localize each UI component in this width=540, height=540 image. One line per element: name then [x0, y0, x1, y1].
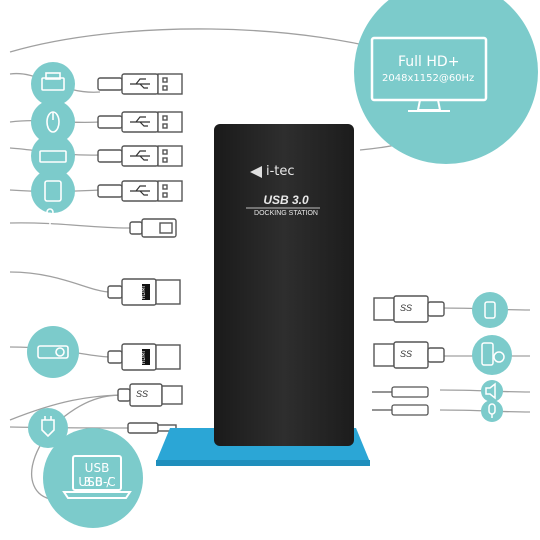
- dock-subtitle: DOCKING STATION: [254, 210, 318, 217]
- ethernet-plug: [129, 218, 177, 238]
- phone-icon: [481, 342, 494, 366]
- right-device-icons: [481, 301, 505, 418]
- usb-symbols: [130, 78, 150, 196]
- monitor-group: [354, 0, 538, 164]
- speaker-circle: [481, 380, 503, 402]
- phone-circle: [472, 335, 512, 375]
- usb3-b-plug: [117, 383, 183, 407]
- dock-body: [214, 124, 354, 446]
- keyboard-icon: [39, 150, 67, 163]
- usb3-plugs-right: [373, 295, 445, 369]
- tablet-icon: [44, 180, 62, 202]
- laptop-label-line2: USB-C: [78, 475, 116, 489]
- monitor-resolution: 2048x1152@60Hz: [382, 73, 475, 84]
- dock-brand: i-tec: [266, 164, 295, 179]
- projector-icon: [37, 345, 69, 359]
- keyboard-circle: [31, 134, 75, 178]
- power-plug-icon: [41, 419, 55, 438]
- monitor-title: Full HD+: [398, 54, 460, 70]
- tablet-circle: [31, 169, 75, 213]
- i-tec-logo-icon: [250, 166, 262, 178]
- usb-plug-2: [97, 111, 183, 133]
- speaker-icon: [485, 382, 496, 400]
- laptop-circle: [43, 428, 143, 528]
- ss-label-right-2: SS: [400, 349, 413, 359]
- left-device-circles: [27, 62, 143, 528]
- ss-label-right-1: SS: [400, 303, 413, 313]
- mouse-circle: [31, 100, 75, 144]
- usb-plugs-left: [97, 73, 183, 202]
- printer-icon: [41, 77, 65, 91]
- device-icons: [37, 72, 69, 438]
- printer-circle: [31, 62, 75, 106]
- audio-jacks: [372, 386, 429, 416]
- monitor-circle: [354, 0, 538, 164]
- microphone-circle: [481, 400, 503, 422]
- hdmi-labels: [142, 284, 150, 365]
- ss-label-left: SS: [136, 389, 149, 399]
- laptop-icon: [62, 455, 132, 499]
- plug-circle: [28, 408, 68, 448]
- laptop-label-line1: USB 3.0 /: [83, 461, 111, 489]
- hdmi-port-label-2: HDMI: [141, 351, 147, 365]
- projector-circle: [27, 326, 79, 378]
- usb-flash-circle: [472, 292, 508, 328]
- dock-model: USB 3.0: [263, 193, 309, 207]
- right-device-circles: [472, 292, 512, 422]
- hdmi-port-label-1: HDMI: [141, 286, 147, 300]
- usb-flash-icon: [484, 301, 496, 319]
- ethernet-icon: [45, 212, 55, 232]
